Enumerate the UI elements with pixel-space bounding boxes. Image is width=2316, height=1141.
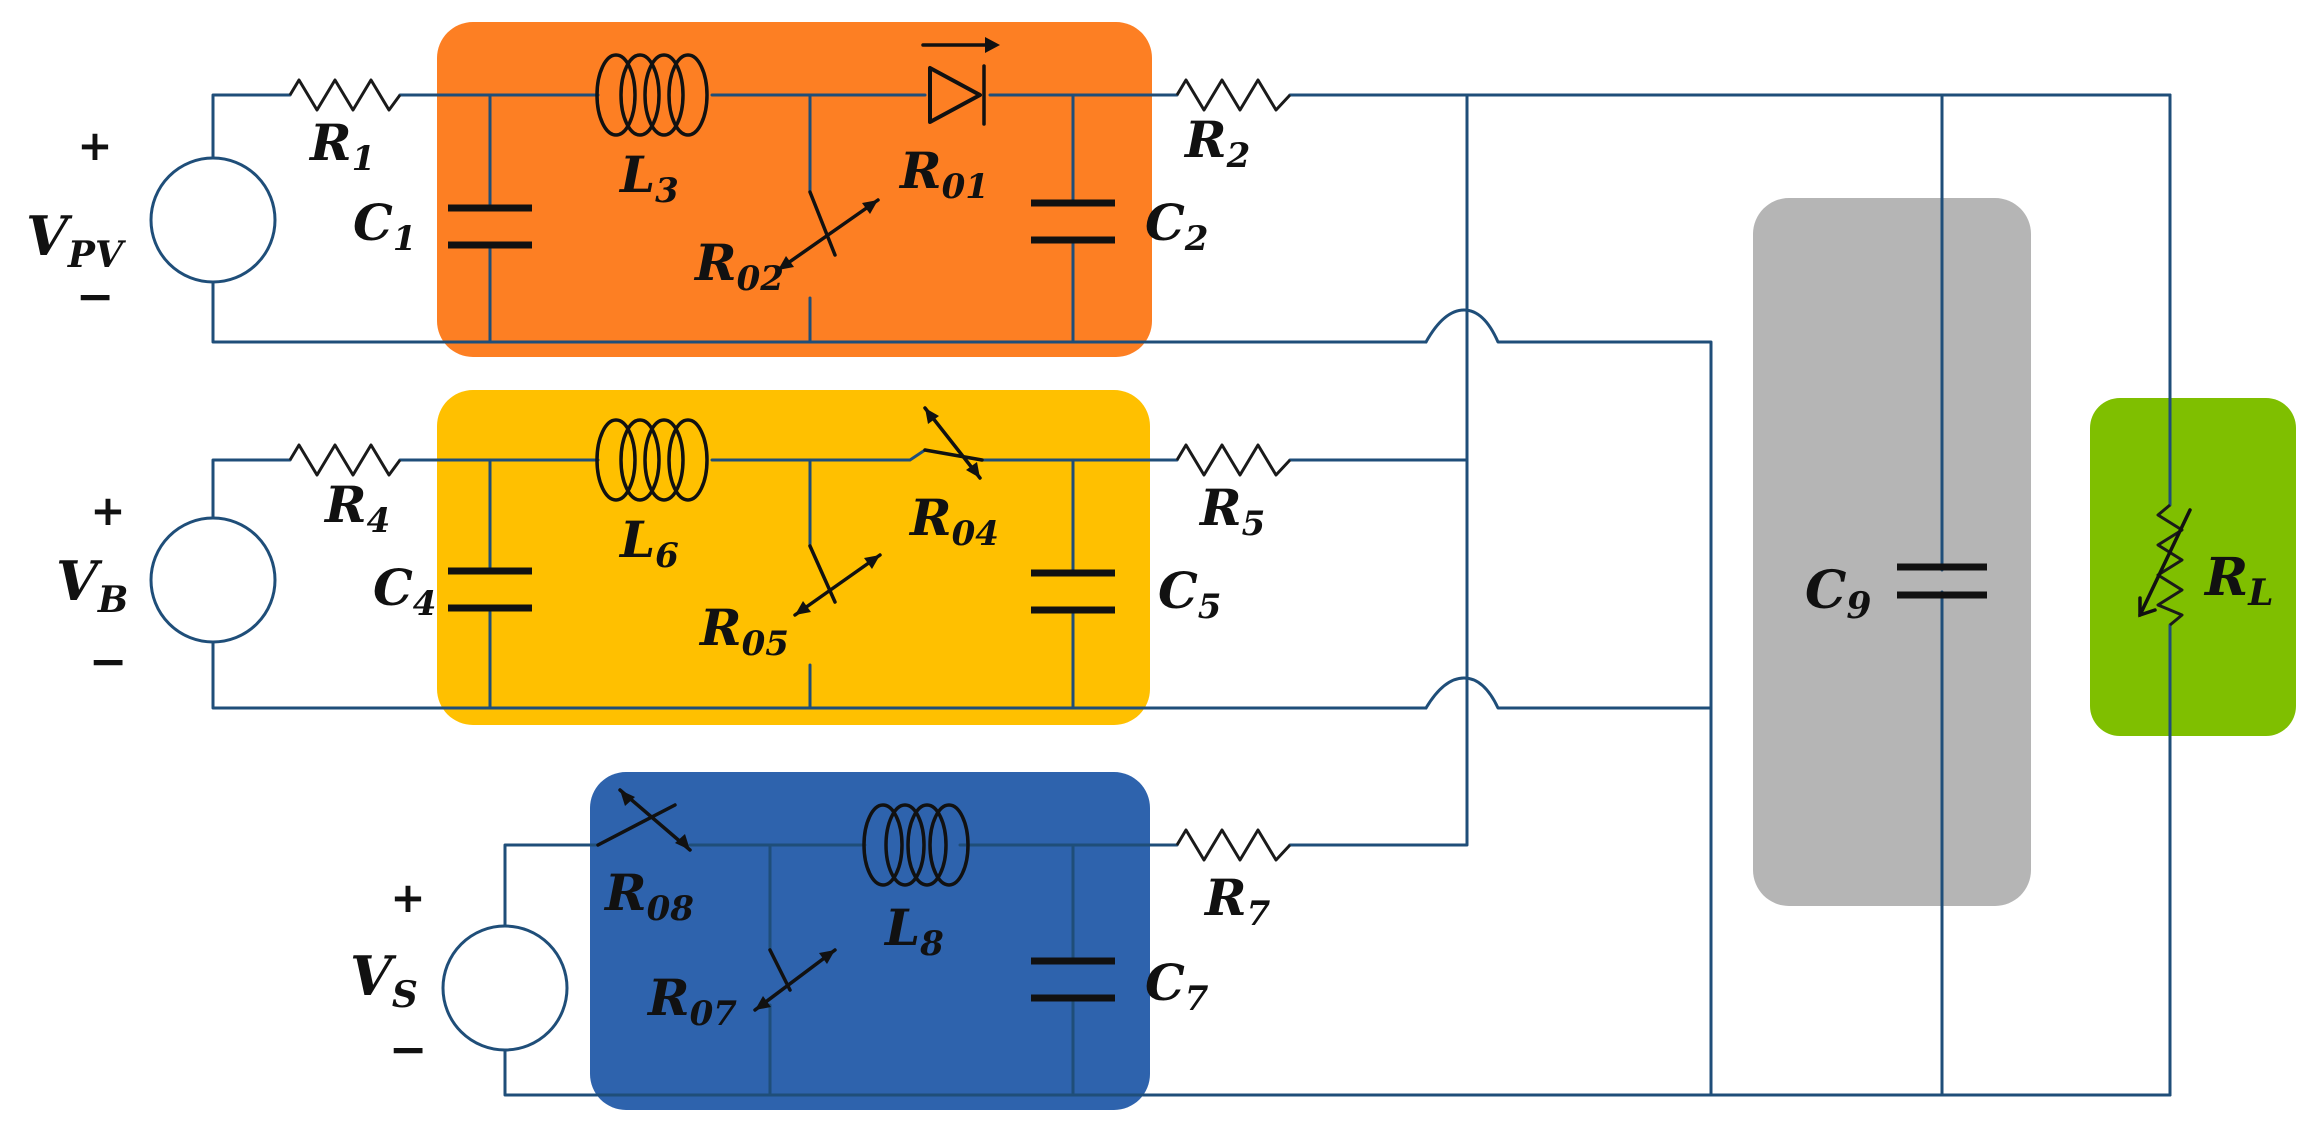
label-c4: C4 [373, 558, 436, 624]
capacitor-c2 [1031, 199, 1115, 244]
battery-converter-block [437, 390, 1150, 725]
supercap-voltage-source [441, 924, 569, 1052]
label-r7: R7 [1203, 868, 1271, 934]
resistor-r4 [288, 443, 402, 477]
resistor-r7 [1175, 828, 1292, 862]
resistor-r5 [1175, 443, 1292, 477]
label-l3: L3 [618, 145, 679, 211]
label-l6: L6 [618, 510, 679, 576]
pv-plus-sign: + [77, 121, 112, 170]
label-l8: L8 [883, 898, 944, 964]
battery-voltage-source [149, 516, 277, 644]
label-r07: R07 [646, 968, 737, 1034]
supercap-converter-block [590, 772, 1150, 1110]
pv-source-label: VPV [26, 204, 126, 276]
switch-r02 [776, 190, 880, 272]
label-c7: C7 [1145, 953, 1209, 1019]
label-r05: R05 [698, 598, 789, 664]
label-r5: R5 [1198, 478, 1265, 544]
label-r08: R08 [603, 863, 694, 929]
diode-r01 [921, 37, 1000, 126]
variable-resistor-rl [2138, 503, 2192, 627]
label-r02: R02 [693, 233, 784, 299]
label-rl: RL [2203, 547, 2274, 614]
supercap-source-label: VS [350, 944, 418, 1016]
label-r1: R1 [308, 113, 375, 179]
supercap-minus-sign: − [389, 1022, 428, 1076]
load-block [2090, 398, 2296, 736]
label-c1: C1 [353, 193, 416, 259]
inductor-l6 [595, 418, 709, 502]
capacitor-c1 [448, 204, 532, 249]
dc-link-capacitor-block [1753, 198, 2031, 906]
label-c2: C2 [1145, 193, 1208, 259]
inductor-l3 [595, 53, 709, 137]
battery-plus-sign: + [90, 486, 125, 535]
capacitor-c4 [448, 567, 532, 612]
battery-minus-sign: − [89, 634, 128, 688]
capacitor-c7 [1031, 957, 1115, 1002]
label-c9: C9 [1805, 560, 1871, 627]
switch-r08 [596, 788, 692, 852]
label-r2: R2 [1183, 110, 1250, 176]
pv-converter-block [437, 22, 1152, 357]
supercap-plus-sign: + [390, 873, 425, 922]
resistor-r2 [1175, 78, 1292, 112]
switch-r05 [793, 544, 882, 617]
switch-r07 [753, 948, 837, 1012]
label-c5: C5 [1158, 561, 1221, 627]
label-r4: R4 [323, 475, 390, 541]
label-r01: R01 [898, 141, 989, 207]
pv-minus-sign: − [76, 269, 115, 323]
battery-source-label: VB [56, 549, 128, 621]
pv-voltage-source [149, 156, 277, 284]
inductor-l8 [862, 803, 970, 887]
switch-r04 [923, 406, 984, 480]
label-r04: R04 [908, 488, 999, 554]
capacitor-c9 [1897, 563, 1987, 599]
circuit-wires [211, 93, 2172, 1097]
resistor-r1 [288, 78, 402, 112]
capacitor-c5 [1031, 569, 1115, 614]
